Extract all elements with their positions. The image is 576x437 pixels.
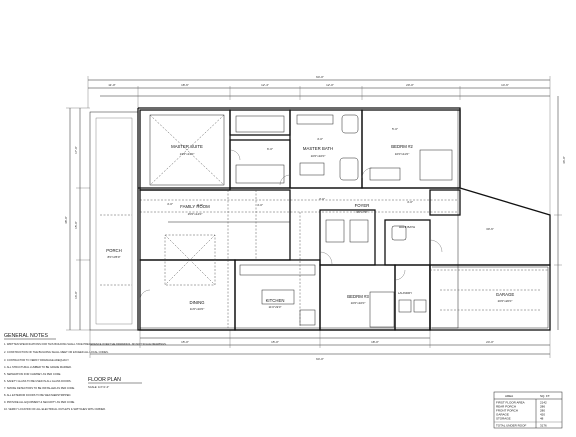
room-labels: MASTER SUITE 13'6"x13'0" MASTER BATH 10'… [106,144,514,311]
room-size-family-room: 15'0"x14'0" [188,212,203,216]
room-size-dining: 11'0"x10'0" [190,307,205,311]
svg-text:16'-0": 16'-0" [74,291,78,299]
svg-text:15'-0": 15'-0" [271,340,279,344]
room-size-kitchen: 11'0"x9'0" [269,305,282,309]
area-row-label: FRONT PORCH [496,409,518,413]
drawing-scale: SCALE: 1/4"=1'-0" [88,385,109,389]
area-row-value: 280 [540,409,545,413]
room-name-laundry: LAUNDRY [398,291,412,295]
general-note: 1. WRITTEN SPECIFICATIONS FOR THIS BUILD… [4,342,167,346]
room-name-master-bath: MASTER BATH [303,146,333,151]
room-name-half-bath: HALF BATH [399,225,415,229]
area-row-value: 48 [540,417,544,421]
room-name-bedroom-3: BEDRM #3 [347,294,369,299]
area-row-value: 3176 [540,424,547,428]
area-row-value: 2142 [540,401,547,405]
room-name-bedroom-2: BEDRM #2 [391,144,413,149]
general-note: 3. CONTRACTOR TO VERIFY DRAINAGE ADEQUAC… [4,358,69,362]
room-size-garage: 20'0"x20'0" [498,299,513,303]
room-size-bedroom-2: 10'0"x11'0" [395,152,410,156]
general-note: 8. ALL EXTERIOR DOORS TO BE WEATHERSTRIP… [4,393,71,397]
room-size-master-suite: 13'6"x13'0" [180,152,195,156]
svg-text:15'-0": 15'-0" [181,340,189,344]
svg-text:12'-4": 12'-4" [261,83,269,87]
area-table-title: AREA [505,394,513,398]
svg-text:4'-0": 4'-0" [317,137,323,141]
svg-text:15'-0": 15'-0" [74,221,78,229]
area-row-label: GARAGE [496,413,509,417]
drawing-title: FLOOR PLAN [88,377,121,383]
area-row-label: TOTAL UNDER ROOF [496,424,526,428]
area-table: AREA SQ. FT. FIRST FLOOR AREA 2142 REAR … [493,391,563,429]
svg-text:30'-6": 30'-6" [486,227,494,231]
general-notes-title: GENERAL NOTES [4,333,48,339]
svg-text:4'-0": 4'-0" [407,200,413,204]
general-note: 6. SAFETY GLASS TO BE USED IN ALL GLASS … [4,379,72,383]
svg-text:24'-0": 24'-0" [486,340,494,344]
room-name-master-suite: MASTER SUITE [171,144,203,149]
svg-text:18'-0": 18'-0" [371,340,379,344]
room-name-kitchen: KITCHEN [266,298,285,303]
svg-text:18'-6": 18'-6" [181,83,189,87]
area-table-unit-header: SQ. FT. [540,394,550,398]
svg-text:20'-0": 20'-0" [406,83,414,87]
svg-text:17'-0": 17'-0" [74,146,78,154]
room-size-master-bath: 10'0"x10'0" [311,154,326,158]
dimension-lines: 64'-0" 11'-0" 18'-6" 12'-4" 12'-0" 20'-0… [64,75,566,361]
room-size-bedroom-3: 10'0"x10'0" [351,301,366,305]
room-name-porch: PORCH [106,248,122,253]
room-name-foyer: FOYER [355,203,370,208]
general-notes: GENERAL NOTES 1. WRITTEN SPECIFICATIONS … [4,333,167,411]
general-note: 10. VERIFY LOCATION OF ALL ELECTRICAL OU… [4,407,106,411]
area-row-value: 420 [540,413,545,417]
room-size-foyer: 6'0"x7'0" [356,210,367,214]
interior-walls [100,109,461,331]
overall-top-dimension: 64'-0" [316,75,324,79]
general-note: 2. CONSTRUCTION OF THE BUILDING SHALL ME… [4,350,109,354]
drawing-title-block: FLOOR PLAN SCALE: 1/4"=1'-0" [88,377,142,389]
svg-text:5'-0": 5'-0" [392,127,398,131]
svg-text:4'-0": 4'-0" [167,202,173,206]
overall-left-dimension: 48'-0" [64,216,68,224]
overall-right-dimension: 46'-0" [562,156,566,164]
svg-text:4'-0": 4'-0" [257,203,263,207]
room-name-dining: DINING [189,300,205,305]
svg-text:11'-0": 11'-0" [108,83,115,87]
room-size-porch: 8'0"x35'0" [107,255,120,259]
area-row-value: 286 [540,405,545,409]
door-swings [139,149,443,301]
structural-grid: 4'-0" 3'-0" 4'-0" 3'-6" 4'-0" 30'-6" 6'-… [149,114,548,328]
general-note: 7. SMOKE DETECTORS TO BE INSTALLED AS PE… [4,386,75,390]
room-name-garage: GARAGE [496,292,515,297]
svg-text:3'-6": 3'-6" [319,197,325,201]
svg-text:12'-0": 12'-0" [326,83,334,87]
area-row-label: FIRST FLOOR AREA [496,401,525,405]
general-note: 5. SEPARATION FOR CHIMNEY AS PER CODE. [4,372,61,376]
svg-text:6'-0": 6'-0" [267,147,273,151]
general-note: 4. ALL STRUCTURAL LUMBER TO BE GRADE MAR… [4,365,72,369]
overall-bottom-dimension: 64'-0" [316,357,324,361]
general-note: 9. PROVIDE ALL EQUIPMENT & SECURITY AS P… [4,400,75,404]
room-name-family-room: FAMILY ROOM [180,204,210,209]
area-row-label: REAR PORCH [496,405,516,409]
svg-text:3'-0": 3'-0" [197,203,203,207]
area-row-label: STORAGE [496,417,511,421]
svg-text:14'-6": 14'-6" [501,83,509,87]
